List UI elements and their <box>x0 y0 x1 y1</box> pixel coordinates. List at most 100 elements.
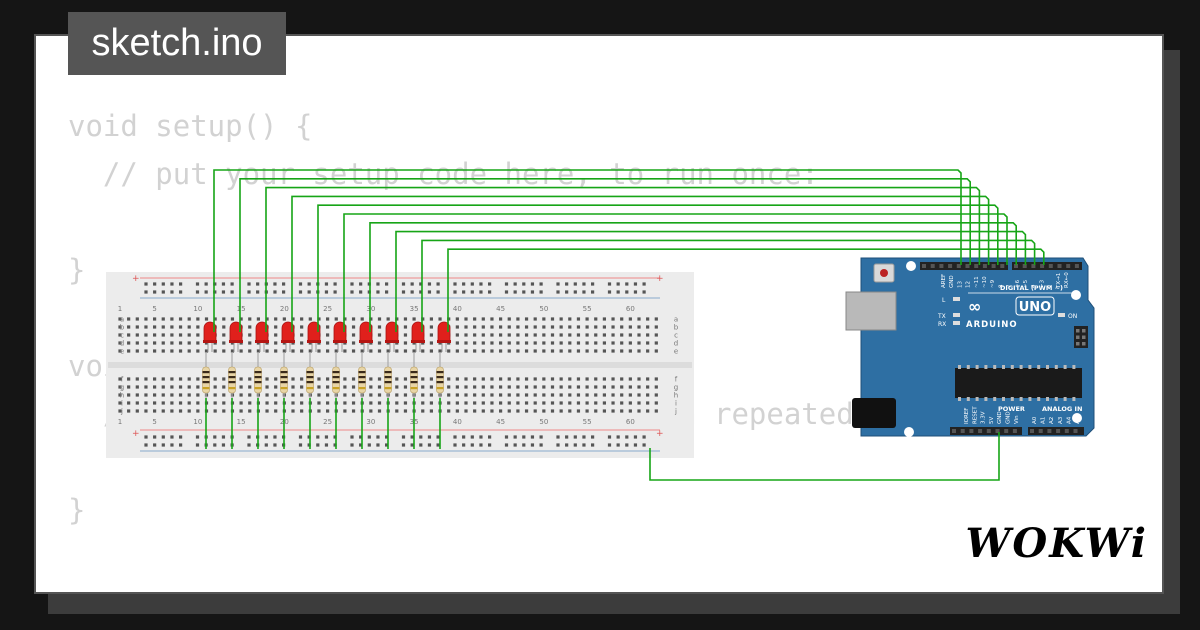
breadboard-hole <box>421 401 425 405</box>
breadboard-hole <box>550 341 555 345</box>
breadboard-hole <box>291 393 295 397</box>
rail-hole <box>504 282 509 286</box>
breadboard-hole <box>161 317 165 321</box>
breadboard-hole <box>524 393 529 397</box>
rail-hole <box>453 435 457 439</box>
resistor-band <box>384 387 392 390</box>
breadboard-hole <box>550 377 555 381</box>
on-label: ON <box>1068 313 1077 320</box>
breadboard-hole <box>542 385 546 389</box>
gnd-wire <box>649 432 1000 481</box>
rail-hole <box>256 282 260 286</box>
row-letter: d <box>120 340 124 348</box>
breadboard-hole <box>533 409 537 413</box>
header-pin <box>1073 429 1078 433</box>
resistor-band <box>384 376 392 379</box>
led-rim <box>229 340 243 343</box>
breadboard-hole <box>351 349 356 353</box>
breadboard-hole <box>127 409 131 413</box>
breadboard-hole <box>516 317 520 321</box>
code-line: void setup() { <box>68 109 313 143</box>
rail-hole <box>453 282 457 286</box>
breadboard-hole <box>187 349 191 353</box>
rail-hole <box>179 290 183 294</box>
rail-hole <box>556 443 560 447</box>
breadboard-hole <box>576 401 581 405</box>
rail-hole <box>307 290 311 294</box>
rail-hole <box>616 443 620 447</box>
l-led-label: L <box>942 297 946 304</box>
sketch-file-tab[interactable]: sketch.ino <box>68 12 286 75</box>
resistor-band <box>202 371 210 374</box>
rail-hole <box>453 290 457 294</box>
rail-hole <box>633 435 638 439</box>
breadboard-hole <box>274 349 278 353</box>
rail-hole <box>221 435 226 439</box>
breadboard-hole <box>196 385 200 389</box>
resistor-band <box>410 387 418 390</box>
rail-hole <box>539 435 543 439</box>
breadboard-hole <box>455 393 459 397</box>
rail-hole <box>582 435 586 439</box>
breadboard-hole <box>291 385 295 389</box>
row-letter: a <box>120 316 124 324</box>
rail-hole <box>642 443 646 447</box>
breadboard-hole <box>516 401 520 405</box>
breadboard-hole <box>274 341 278 345</box>
rail-hole <box>419 290 423 294</box>
rx-label: RX <box>938 321 946 328</box>
breadboard-hole <box>542 393 546 397</box>
breadboard-hole <box>490 349 494 353</box>
breadboard-hole <box>153 349 157 353</box>
rail-hole <box>144 443 148 447</box>
power-pin-label: Vin <box>1014 415 1020 424</box>
breadboard-hole <box>256 349 260 353</box>
breadboard-hole <box>611 325 615 329</box>
breadboard-hole <box>559 385 563 389</box>
rail-hole <box>625 290 629 294</box>
signal-wire <box>317 204 999 332</box>
chip-pin <box>1019 397 1023 401</box>
breadboard-hole <box>646 377 650 381</box>
breadboard-hole <box>473 333 477 337</box>
column-number: 55 <box>583 305 592 313</box>
breadboard-hole <box>135 385 139 389</box>
rail-hole <box>556 290 560 294</box>
breadboard-hole <box>291 349 295 353</box>
rail-hole <box>385 435 389 439</box>
resistor-band <box>332 381 340 384</box>
breadboard-hole <box>438 317 442 321</box>
breadboard-hole <box>455 401 459 405</box>
header-pin <box>922 264 926 268</box>
rail-hole <box>607 282 612 286</box>
breadboard-hole <box>213 377 217 381</box>
breadboard-hole <box>403 349 408 353</box>
breadboard-hole <box>178 333 183 337</box>
tx-label: TX <box>937 313 946 320</box>
rail-hole <box>282 282 286 286</box>
resistor-band <box>228 371 236 374</box>
breadboard-hole <box>161 325 165 329</box>
breadboard-hole <box>620 333 624 337</box>
code-line: } <box>68 493 86 527</box>
breadboard-hole <box>585 341 589 345</box>
breadboard-hole <box>118 393 122 397</box>
breadboard-hole <box>403 377 408 381</box>
breadboard-hole <box>550 409 555 413</box>
led-rim <box>411 340 425 343</box>
breadboard-hole <box>412 317 416 321</box>
breadboard-hole <box>524 377 529 381</box>
rail-hole <box>616 290 620 294</box>
rail-hole <box>195 282 200 286</box>
column-number: 45 <box>496 418 505 426</box>
breadboard-hole <box>516 385 520 389</box>
breadboard-hole <box>377 401 382 405</box>
resistor-band <box>280 371 288 374</box>
chip-pin <box>966 397 970 401</box>
breadboard-hole <box>464 317 468 321</box>
breadboard-hole <box>464 341 468 345</box>
breadboard-hole <box>499 385 503 389</box>
digital-pin-label: ~3 <box>1039 279 1045 288</box>
rail-hole <box>316 443 320 447</box>
breadboard-hole <box>403 393 408 397</box>
